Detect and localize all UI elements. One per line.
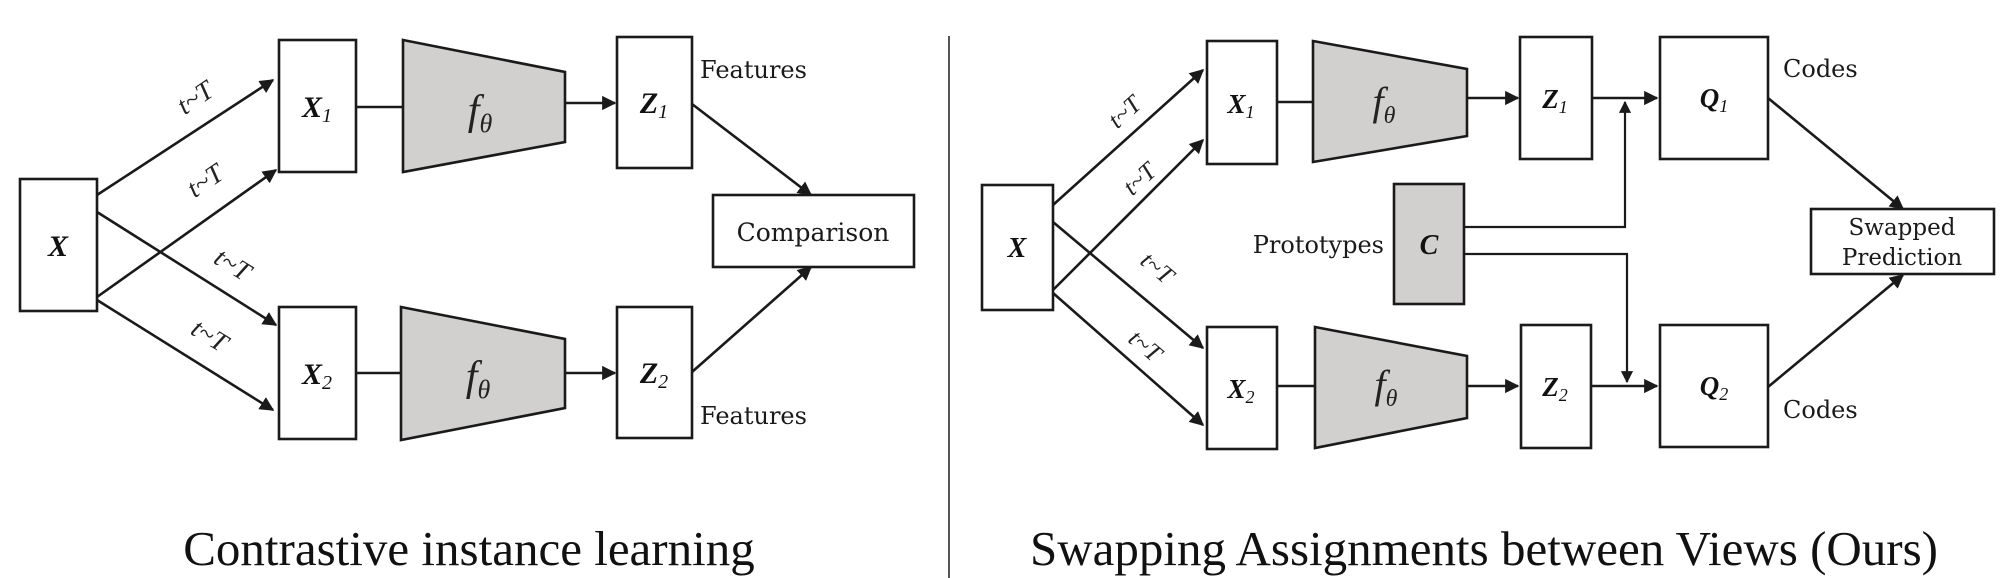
left-caption: Contrastive instance learning xyxy=(183,521,755,576)
left-view2-label: X2 xyxy=(301,358,332,394)
swapped-prediction-line1: Swapped xyxy=(1849,215,1956,241)
right-view1-box xyxy=(1205,39,1279,166)
right-aug-label-2: t~T xyxy=(1118,156,1163,200)
right-feature1-box xyxy=(1518,35,1594,161)
prototypes-box xyxy=(1392,182,1466,306)
left-encoder-2 xyxy=(399,305,567,442)
left-aug-arrow-3 xyxy=(96,210,278,327)
left-view1-box xyxy=(277,38,358,174)
left-aug-label-1: t~T xyxy=(171,74,220,121)
right-swap-arrow-1 xyxy=(1767,96,1905,211)
right-code1-label: Q1 xyxy=(1700,83,1729,116)
swapped-prediction-box xyxy=(1809,207,1996,276)
right-aug-arrow-2 xyxy=(1052,138,1205,291)
left-features-label-top: Features xyxy=(700,56,807,84)
left-compare-arrow-2 xyxy=(691,266,813,373)
prototypes-arrow-up xyxy=(1464,100,1632,229)
left-aug-arrow-4 xyxy=(96,298,275,412)
left-feature1-label: Z1 xyxy=(639,87,668,123)
left-features-label-bottom: Features xyxy=(700,402,807,430)
right-code2-box xyxy=(1658,323,1770,449)
left-feature2-label: Z2 xyxy=(639,357,668,393)
left-feature1-box xyxy=(615,35,694,170)
right-code1-box xyxy=(1658,35,1770,161)
left-compare-arrow-1 xyxy=(691,102,813,197)
right-codes-label-bottom: Codes xyxy=(1783,396,1858,424)
right-view2-label: X2 xyxy=(1226,374,1254,407)
prototypes-symbol: C xyxy=(1420,230,1439,261)
left-aug-label-4: t~T xyxy=(186,313,235,359)
left-aug-label-2: t~T xyxy=(181,157,230,204)
prototypes-arrow-down xyxy=(1464,252,1634,384)
right-encoder-2 xyxy=(1313,325,1469,450)
right-view1-label: X1 xyxy=(1226,89,1254,122)
right-feature2-label: Z2 xyxy=(1541,372,1568,405)
left-view1-label: X1 xyxy=(301,91,332,127)
right-swap-arrow-2 xyxy=(1767,273,1905,389)
prototypes-label: Prototypes xyxy=(1253,231,1384,259)
left-panel: X t~T t~T t~T t~T X1 X2 fθ fθ Z1 Z2 Feat… xyxy=(18,35,916,442)
right-encoder-1 xyxy=(1311,39,1469,164)
right-input-box xyxy=(980,183,1055,312)
left-aug-label-3: t~T xyxy=(209,242,258,288)
left-aug-arrow-1 xyxy=(96,78,275,197)
right-panel: X t~T t~T t~T t~T X1 X2 fθ fθ Z1 Z2 xyxy=(980,35,1996,451)
left-input-box xyxy=(18,177,99,313)
right-feature1-label: Z1 xyxy=(1541,84,1568,117)
right-input-label: X xyxy=(1007,233,1028,264)
right-aug-label-4: t~T xyxy=(1123,325,1168,369)
right-codes-label-top: Codes xyxy=(1783,55,1858,83)
right-aug-label-1: t~T xyxy=(1103,89,1148,133)
right-aug-arrow-3 xyxy=(1052,221,1205,349)
right-aug-arrow-4 xyxy=(1052,292,1205,426)
swapped-prediction-line2: Prediction xyxy=(1842,245,1962,271)
left-encoder-1 xyxy=(401,38,567,174)
left-feature2-box xyxy=(615,305,694,440)
right-code2-label: Q2 xyxy=(1700,371,1729,404)
right-view2-box xyxy=(1205,325,1279,451)
comparison-box xyxy=(711,193,916,269)
right-aug-arrow-1 xyxy=(1052,69,1205,206)
comparison-label: Comparison xyxy=(737,218,890,247)
left-view2-box xyxy=(277,305,358,441)
right-aug-label-3: t~T xyxy=(1135,247,1180,291)
right-caption: Swapping Assignments between Views (Ours… xyxy=(1030,521,1938,576)
left-aug-arrow-2 xyxy=(96,168,278,299)
left-input-label: X xyxy=(47,230,69,263)
